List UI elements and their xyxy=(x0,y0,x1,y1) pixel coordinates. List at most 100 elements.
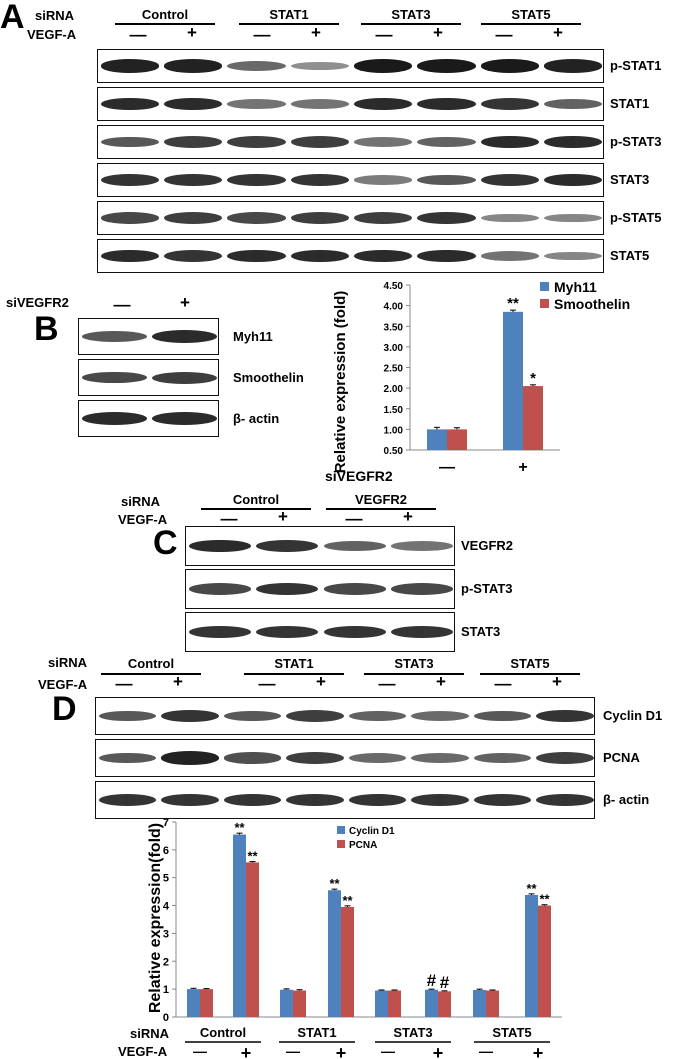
y-tick-label: 4.50 xyxy=(384,281,404,292)
blot-label: Cyclin D1 xyxy=(603,708,663,723)
blot-band xyxy=(544,251,603,261)
y-tick-label: 5 xyxy=(163,873,169,885)
blot-band xyxy=(98,752,156,764)
blot-strip xyxy=(97,201,604,235)
bar xyxy=(473,989,486,1017)
x-group-label: STAT3 xyxy=(393,1025,432,1040)
group-label: VEGFR2 xyxy=(354,492,407,507)
y-tick-label: 7 xyxy=(163,818,169,829)
legend-swatch xyxy=(337,826,345,834)
blot-band xyxy=(227,249,286,263)
blot-band xyxy=(290,249,349,263)
blot-strip xyxy=(97,239,604,273)
plus-symbol: + xyxy=(187,23,197,42)
panel-b-letter: B xyxy=(34,310,59,348)
group-label: STAT5 xyxy=(510,656,550,671)
minus-symbol: — xyxy=(253,25,271,44)
bar xyxy=(233,834,246,1017)
blot-band xyxy=(391,541,454,551)
blot-band xyxy=(536,709,594,723)
plus-symbol: + xyxy=(278,507,288,526)
blot-band xyxy=(223,752,281,764)
blot-band xyxy=(323,625,386,639)
blot-band xyxy=(544,173,603,187)
blot-label: p-STAT3 xyxy=(610,134,662,149)
blot-band xyxy=(290,61,349,71)
blot-band xyxy=(480,251,540,261)
blot-strip xyxy=(185,569,455,609)
blot-band xyxy=(323,540,386,552)
blot-band xyxy=(417,211,476,225)
blot-band xyxy=(480,135,540,149)
blot-strip xyxy=(78,359,219,396)
x-category-label: + xyxy=(518,459,527,476)
blot-band xyxy=(227,99,286,109)
significance-mark: # xyxy=(440,973,450,992)
significance-mark: ** xyxy=(247,849,258,864)
blot-band xyxy=(480,97,540,111)
minus-symbol: — xyxy=(479,1043,493,1058)
blot-band xyxy=(544,135,603,149)
group-underline xyxy=(361,23,461,25)
bar xyxy=(375,990,388,1017)
legend-label: Cyclin D1 xyxy=(349,826,395,837)
panel-b-chart: Relative expression (fold) siVEGFR2 0.50… xyxy=(325,279,630,484)
plus-symbol: + xyxy=(403,507,413,526)
blot-band xyxy=(480,173,540,187)
blot-strip xyxy=(185,612,455,652)
group-underline xyxy=(201,508,311,510)
significance-mark: ** xyxy=(342,893,353,908)
blot-strip xyxy=(78,400,219,437)
chart-d-vegfa-label: VEGF-A xyxy=(118,1044,168,1058)
blot-band xyxy=(81,371,147,384)
group-underline xyxy=(244,673,344,675)
y-tick-label: 3.50 xyxy=(384,322,404,333)
blot-band xyxy=(473,793,531,807)
blot-label: p-STAT1 xyxy=(610,58,662,73)
blot-band xyxy=(227,173,286,187)
blot-band xyxy=(152,330,218,343)
x-group-label: STAT1 xyxy=(297,1025,336,1040)
panel-a-letter: A xyxy=(0,0,25,36)
blot-strip xyxy=(95,739,595,777)
plus-symbol: + xyxy=(316,672,326,691)
plus-symbol: + xyxy=(241,1043,252,1058)
blot-band xyxy=(417,174,476,186)
minus-symbol: — xyxy=(286,1043,300,1058)
blot-band xyxy=(354,212,413,224)
bar xyxy=(447,429,467,450)
blot-strip xyxy=(97,125,604,159)
blot-band xyxy=(223,793,281,807)
blot-band xyxy=(98,793,156,807)
panel-d-vegfa-label: VEGF-A xyxy=(38,677,88,692)
bar xyxy=(438,991,451,1017)
blot-band xyxy=(290,212,349,224)
blot-band xyxy=(152,371,218,384)
group-label: Control xyxy=(232,492,280,507)
y-tick-label: 1 xyxy=(163,984,169,996)
blot-band xyxy=(354,97,413,111)
y-tick-label: 0.50 xyxy=(384,446,404,457)
blot-band xyxy=(223,710,281,722)
legend-swatch xyxy=(540,282,549,291)
minus-symbol: — xyxy=(129,25,147,44)
blot-band xyxy=(163,59,223,73)
group-underline xyxy=(364,673,464,675)
blot-band xyxy=(163,97,223,111)
blot-label: VEGFR2 xyxy=(461,538,514,553)
blot-band xyxy=(290,99,349,109)
blot-label: p-STAT5 xyxy=(610,210,662,225)
blot-band xyxy=(161,751,219,765)
significance-mark: ** xyxy=(539,892,550,907)
blot-band xyxy=(188,539,251,553)
plus-symbol: + xyxy=(336,1043,347,1058)
plus-symbol: + xyxy=(553,23,563,42)
blot-band xyxy=(417,249,476,263)
blot-band xyxy=(227,212,286,224)
y-tick-label: 3.00 xyxy=(384,343,404,354)
bar xyxy=(427,429,447,450)
blot-band xyxy=(163,173,223,187)
bar xyxy=(328,890,341,1017)
blot-strip xyxy=(95,781,595,819)
blot-strip xyxy=(97,163,604,197)
